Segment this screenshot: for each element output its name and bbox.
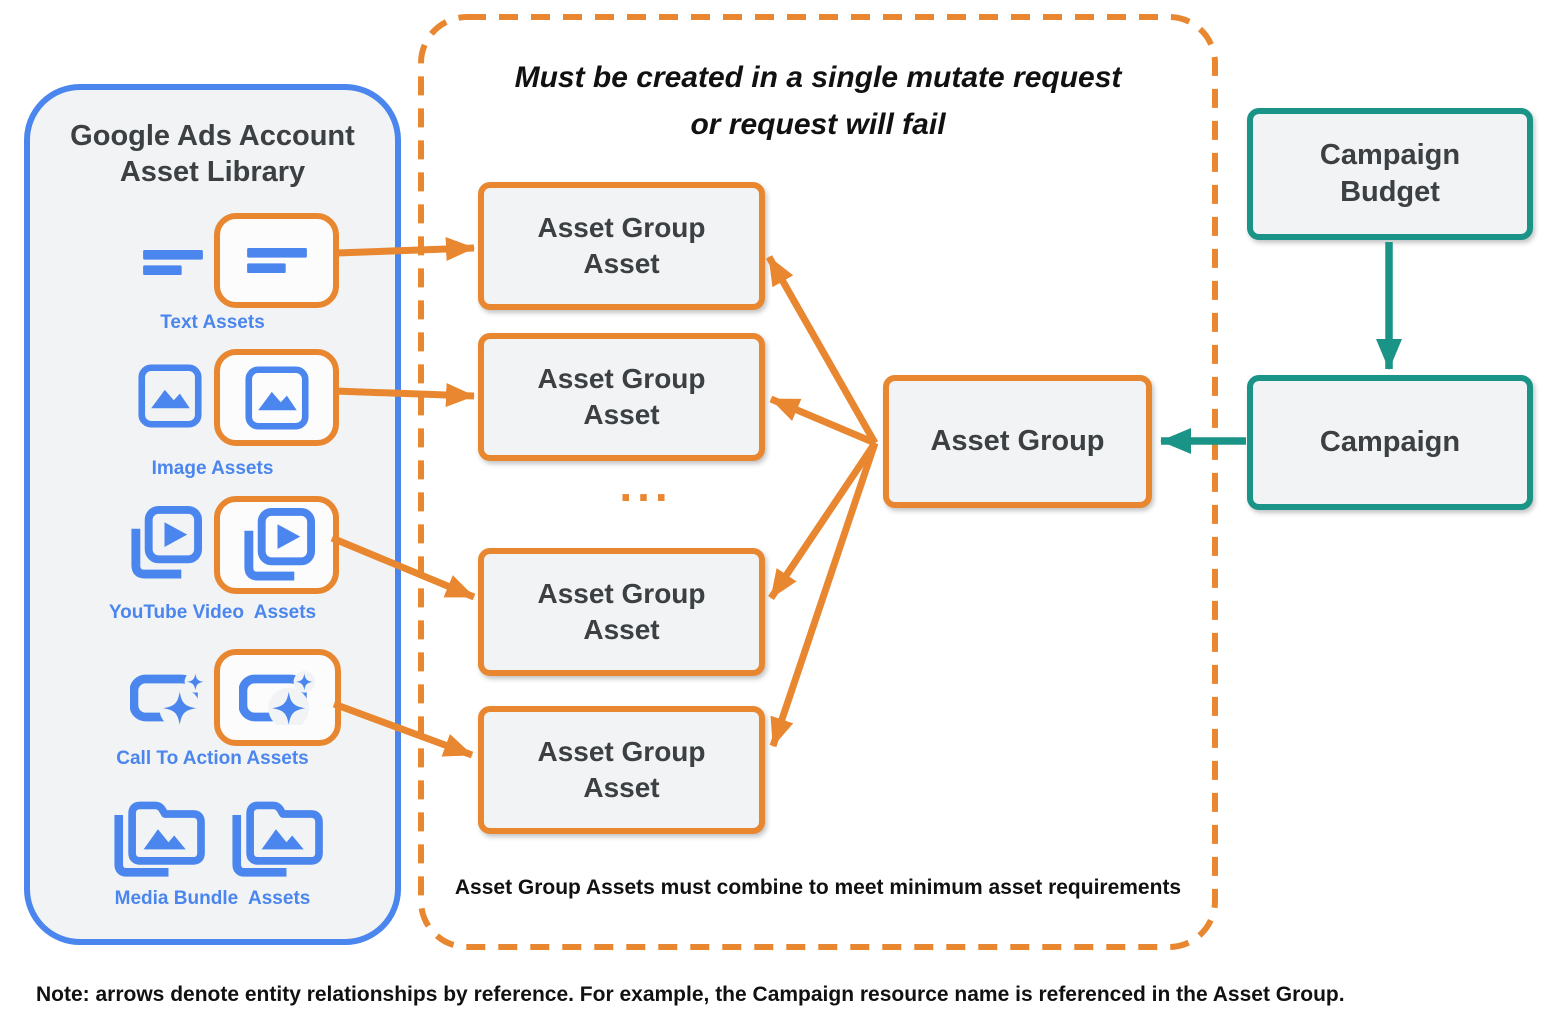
campaign-budget-box: Campaign Budget (1247, 108, 1533, 240)
asset-group-box: Asset Group (883, 375, 1152, 508)
call-to-action-asset-icon (130, 670, 208, 725)
asset-group-asset-box-1: Asset Group Asset (478, 182, 765, 310)
text-asset-icon (246, 247, 308, 274)
media-bundle-assets-label: Media Bundle Assets (114, 888, 311, 909)
footer-note: Note: arrows denote entity relationships… (36, 983, 1345, 1006)
text-asset-icon (142, 249, 204, 276)
arrow-asset-group-to-asset-group-asset-1 (765, 255, 879, 445)
call-to-action-asset-highlight-box (214, 649, 341, 746)
text-asset-highlight-box (214, 213, 339, 308)
image-asset-icon (245, 366, 309, 430)
asset-group-asset-box-3: Asset Group Asset (478, 548, 765, 676)
asset-group-asset-box-2: Asset Group Asset (478, 333, 765, 461)
campaign-box: Campaign (1247, 375, 1533, 510)
text-assets-label: Text Assets (160, 312, 265, 333)
arrow-asset-group-to-asset-group-asset-3 (768, 441, 878, 600)
image-assets-label: Image Assets (151, 458, 274, 479)
media-bundle-asset-icon (109, 792, 205, 880)
asset-library-panel: Google Ads Account Asset Library Text As… (24, 84, 401, 945)
ellipsis: ... (619, 459, 673, 511)
youtube-video-asset-highlight-box (214, 496, 339, 594)
mutate-request-footnote: Asset Group Assets must combine to meet … (454, 876, 1182, 899)
image-asset-highlight-box (214, 349, 339, 446)
arrow-asset-group-to-asset-group-asset-2 (769, 395, 877, 447)
image-asset-icon (138, 364, 202, 428)
youtube-video-asset-icon (237, 506, 316, 585)
asset-group-asset-box-4: Asset Group Asset (478, 706, 765, 834)
youtube-video-asset-icon (124, 504, 203, 583)
call-to-action-assets-label: Call To Action Assets (116, 748, 309, 769)
call-to-action-asset-icon (239, 670, 317, 725)
arrow-asset-group-to-asset-group-asset-4 (769, 441, 879, 748)
youtube-video-assets-label: YouTube Video Assets (108, 602, 317, 623)
mutate-request-title: Must be created in a single mutate reque… (514, 61, 1122, 141)
asset-library-title: Google Ads Account Asset Library (70, 120, 355, 188)
media-bundle-asset-icon (227, 792, 323, 880)
